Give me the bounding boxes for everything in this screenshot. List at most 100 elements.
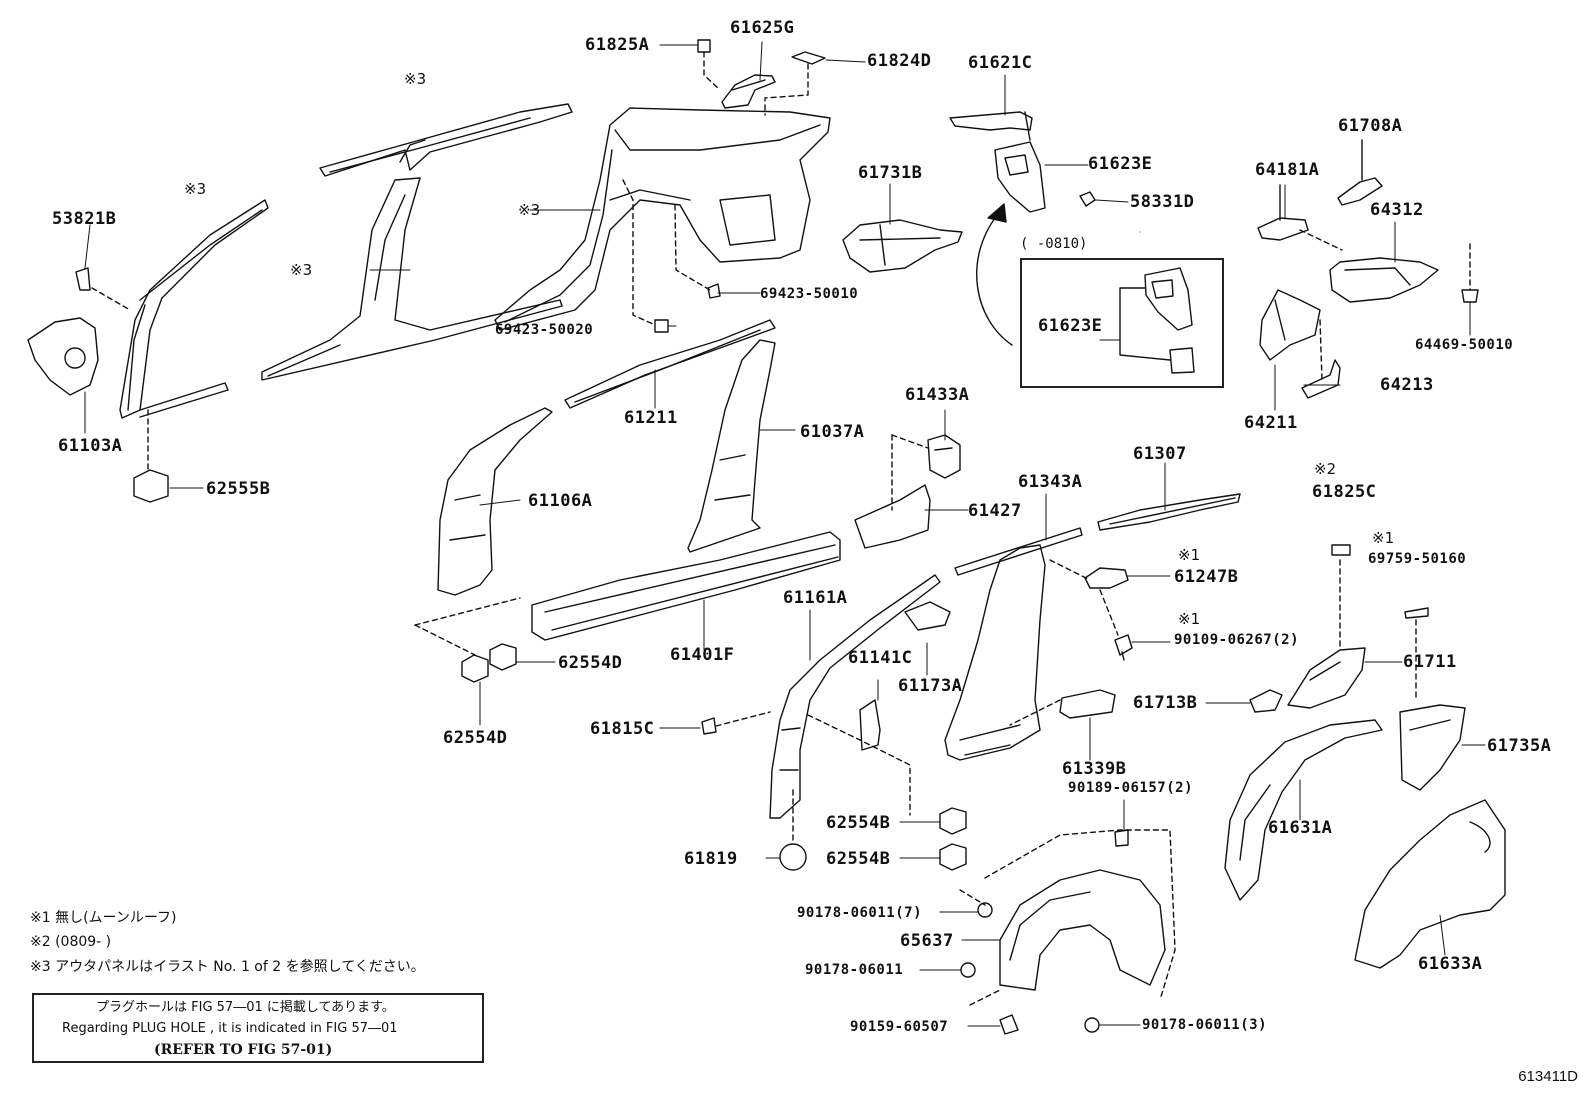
- seal-69423: [654, 283, 721, 333]
- label-90109-06267: 90109-06267(2): [1174, 632, 1300, 648]
- label-61825a: 61825A: [585, 35, 650, 55]
- label-61433a: 61433A: [905, 385, 970, 405]
- panel-64211: [1259, 289, 1321, 361]
- label-53821b: 53821B: [52, 209, 117, 229]
- note-1: ※1 無し(ムーンルーフ): [30, 910, 177, 926]
- label-61824d: 61824D: [867, 51, 932, 71]
- mark-1-61247b: ※1: [1178, 546, 1201, 564]
- bolt-90109: [1114, 634, 1133, 661]
- label-61815c: 61815C: [590, 719, 655, 739]
- bolt-90189: [1114, 829, 1129, 847]
- panel-64312: [1329, 257, 1439, 303]
- label-69423-50010: 69423-50010: [760, 286, 859, 302]
- panel-61625g: [721, 74, 776, 109]
- bracket-61623e: [994, 141, 1046, 213]
- a-pillar-inner-61106a: [437, 407, 553, 596]
- nut-90178-b: [960, 962, 976, 978]
- figure-id: 613411D: [1518, 1068, 1578, 1085]
- plug-62555b: [133, 469, 169, 503]
- dash-liner: [959, 829, 1176, 1006]
- label-61711: 61711: [1403, 652, 1457, 672]
- roof-rail-inner-61211: [564, 319, 776, 409]
- curved-arrow: [976, 203, 1013, 346]
- label-61708a: 61708A: [1338, 116, 1403, 136]
- pillar-61161a: [769, 574, 941, 819]
- plug-62554b-1: [939, 807, 967, 835]
- center-pillar-inner-61037a: [687, 339, 776, 553]
- label-61247b: 61247B: [1174, 567, 1239, 587]
- label-62554b-1: 62554B: [826, 813, 891, 833]
- label-61343a: 61343A: [1018, 472, 1083, 492]
- mark-1-69759: ※1: [1372, 529, 1395, 547]
- label-61623e-inset: 61623E: [1038, 316, 1103, 336]
- pillar-inner-61343a: [944, 527, 1083, 761]
- label-61625g: 61625G: [730, 18, 795, 38]
- label-90189-06157: 90189-06157(2): [1068, 780, 1194, 796]
- label-61173a: 61173A: [898, 676, 963, 696]
- pad-61339b: [1059, 689, 1116, 719]
- bracket-61247b: [1084, 567, 1129, 589]
- plug-box-line-3: (REFER TO FIG 57-01): [154, 1042, 333, 1058]
- label-61621c: 61621C: [968, 53, 1033, 73]
- panel-61735a: [1399, 704, 1466, 791]
- bracket-61708a: [1337, 139, 1383, 206]
- plug-62554b-2: [939, 843, 967, 871]
- bracket-61713b: [1249, 689, 1283, 713]
- plug-62554d-2: [489, 643, 517, 671]
- label-61623e: 61623E: [1088, 154, 1153, 174]
- extension-61621c: [949, 111, 1033, 141]
- plug-64469: [1461, 243, 1479, 303]
- rocker-inner-61401f: [531, 531, 841, 641]
- label-90178-06011-3: 90178-06011(3): [1142, 1017, 1268, 1033]
- panel-61731b: [842, 219, 963, 273]
- rail-61307: [1097, 493, 1241, 531]
- label-61037a: 61037A: [800, 422, 865, 442]
- bracket-53821b: [75, 267, 91, 291]
- label-64469-50010: 64469-50010: [1415, 337, 1514, 353]
- roof-rail-outer: [319, 103, 573, 177]
- plug-62554d-1: [461, 654, 489, 683]
- bracket-64181a: [1257, 184, 1309, 241]
- plug-box-line-2: Regarding PLUG HOLE , it is indicated in…: [62, 1021, 398, 1036]
- dash-connector-top: [622, 51, 809, 326]
- dash-connector-right-top: [1299, 229, 1343, 381]
- bracket-61103a: [27, 317, 99, 396]
- bracket-61427: [854, 484, 931, 549]
- mark-2-61825c: ※2: [1314, 460, 1337, 478]
- label-62554d-right: 62554D: [558, 653, 623, 673]
- bracket-61433a: [927, 434, 961, 479]
- note-3: ※3 アウタパネルはイラスト No. 1 of 2 を参照してください。: [30, 959, 425, 975]
- label-61106a: 61106A: [528, 491, 593, 511]
- label-58331d: 58331D: [1130, 192, 1195, 212]
- center-pillar-outer: [261, 177, 563, 381]
- fender-liner-65637: [999, 869, 1166, 991]
- bracket-61141c: [859, 699, 881, 751]
- inset-caption: ( -0810): [1020, 236, 1088, 252]
- clip-69759: [1404, 607, 1429, 619]
- bracket-61173a: [904, 601, 951, 631]
- mark-3-roof: ※3: [404, 70, 427, 88]
- label-64312: 64312: [1370, 200, 1424, 220]
- bolt-58331d: [1079, 191, 1096, 207]
- label-61713b: 61713B: [1133, 693, 1198, 713]
- label-90178-06011: 90178-06011: [805, 962, 904, 978]
- label-64211: 64211: [1244, 413, 1298, 433]
- label-61427: 61427: [968, 501, 1022, 521]
- label-69759-50160: 69759-50160: [1368, 551, 1467, 567]
- cap-61819: [779, 843, 807, 871]
- plug-box-line-1: プラグホールは FIG 57―01 に掲載してあります。: [96, 1000, 395, 1015]
- plate-61824d: [791, 51, 826, 65]
- plate-61825c: [1331, 544, 1351, 556]
- label-61307: 61307: [1133, 444, 1187, 464]
- label-61339b: 61339B: [1062, 759, 1127, 779]
- label-62554b-2: 62554B: [826, 849, 891, 869]
- dash-connectors: [91, 287, 1417, 844]
- panel-61711: [1287, 647, 1366, 709]
- inset-box: [1020, 258, 1224, 388]
- plug-61815c: [701, 717, 717, 735]
- label-62554d-bottom: 62554D: [443, 728, 508, 748]
- bolt-90159: [999, 1014, 1019, 1035]
- label-62555b: 62555B: [206, 479, 271, 499]
- label-69423-50020: 69423-50020: [495, 322, 594, 338]
